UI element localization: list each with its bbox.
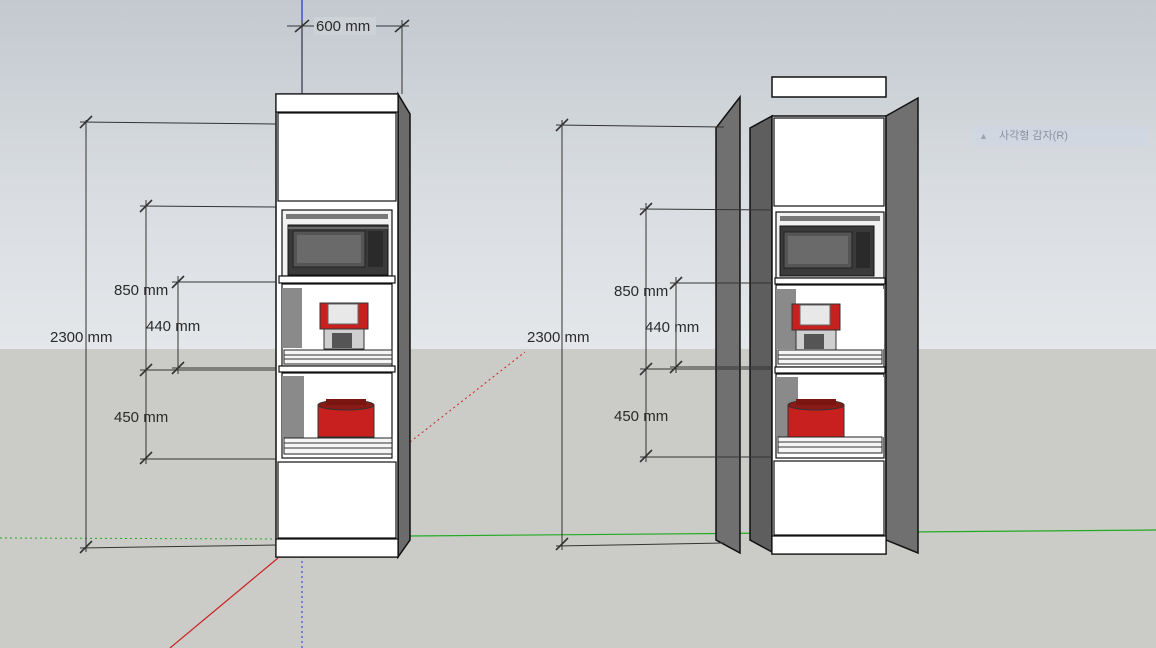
dim-height-2300-right: 2300 mm [527, 329, 590, 346]
pot-niche-side [282, 376, 304, 438]
rice-cooker-right [787, 399, 845, 438]
pullout-tray-2 [283, 437, 393, 455]
coffee-niche-side [282, 288, 302, 348]
tool-tooltip: ▲ 사각형 감자(R) [971, 126, 1149, 146]
rectangle-select-icon: ▲ [979, 131, 988, 141]
upper-door-panel [277, 112, 397, 202]
green-axis-dotted [0, 537, 279, 540]
cabinet-right[interactable] [715, 76, 919, 555]
width-label-bg [314, 17, 376, 35]
plinth-right [771, 535, 887, 555]
microwave-niche-inner [286, 214, 388, 219]
cabinet-left-side [397, 91, 411, 560]
lower-door-panel [277, 461, 397, 539]
red-axis-dotted [409, 351, 526, 443]
pullout-tray-1 [283, 349, 393, 365]
dim-850-right: 850 mm [614, 283, 668, 300]
lower-door-panel-right [773, 460, 885, 536]
cabinet-right-back [749, 114, 773, 554]
shelf-2 [278, 365, 396, 373]
coffee-maker [319, 302, 369, 350]
dim-450-right: 450 mm [614, 408, 668, 425]
cabinet-left[interactable] [275, 91, 411, 560]
dim-440-left: 440 mm [146, 318, 200, 335]
microwave-right [779, 225, 875, 277]
top-cap [275, 93, 399, 113]
plinth [275, 538, 399, 558]
dimensions-right [555, 118, 773, 551]
shelf-1 [278, 275, 396, 284]
dim-height-2300-left: 2300 mm [50, 329, 113, 346]
dim-850-left: 850 mm [114, 282, 168, 299]
rice-cooker [317, 399, 375, 438]
top-filler-floating [771, 76, 887, 98]
door-left-open [715, 94, 741, 555]
dim-width-600: 600 mm [316, 18, 370, 35]
microwave [287, 224, 389, 276]
dim-440-right: 440 mm [645, 319, 699, 336]
dim-450-left: 450 mm [114, 409, 168, 426]
upper-door-panel-right [773, 117, 885, 207]
door-right-open [885, 96, 919, 555]
ground-plane [0, 349, 1156, 648]
coffee-maker-right [791, 303, 841, 351]
red-axis [169, 557, 279, 648]
tooltip-label: 사각형 감자(R) [999, 130, 1068, 142]
